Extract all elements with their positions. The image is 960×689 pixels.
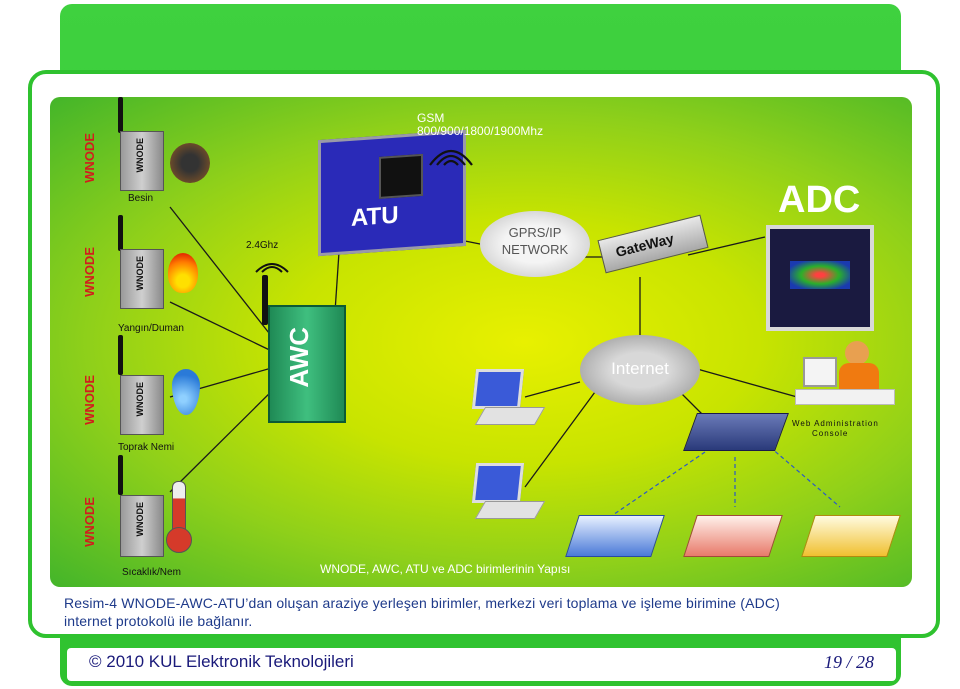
antenna-icon	[118, 97, 123, 133]
freq-24-label: 2.4Ghz	[246, 240, 279, 251]
thermometer-bulb	[166, 527, 192, 553]
water-drop-icon	[172, 369, 200, 415]
server-icon-blue	[565, 515, 665, 557]
laptop-screen	[471, 369, 525, 409]
awc-device: AWC	[268, 305, 346, 423]
operator-workstation-icon	[795, 337, 895, 417]
node-box: WNODE	[120, 495, 164, 557]
gprs-label-1: GPRS/IP	[508, 225, 562, 240]
node-box: WNODE	[120, 131, 164, 191]
server-icon-red	[683, 515, 783, 557]
copyright-text: © 2010 KUL Elektronik Teknolojileri	[89, 652, 354, 671]
wnode-side-label-4: WNODE	[82, 497, 97, 547]
internet-label: Internet	[611, 359, 669, 378]
wifi-signal-icon	[255, 263, 289, 273]
diagram-title: WNODE, AWC, ATU ve ADC birimlerinin Yapı…	[320, 562, 571, 576]
laptop-keyboard	[474, 501, 546, 519]
caption-line-1: Resim-4 WNODE-AWC-ATU’dan oluşan araziye…	[64, 595, 780, 611]
antenna-icon	[118, 215, 123, 251]
node-box-label: WNODE	[135, 382, 145, 417]
wnode-side-label-1: WNODE	[82, 133, 97, 183]
wnode-device-2: WNODE Yangın/Duman	[112, 215, 212, 334]
adc-label: ADC	[778, 179, 861, 221]
node-caption-1: Besin	[128, 193, 154, 204]
workstation-monitor	[803, 357, 837, 387]
laptop-icon-2	[464, 463, 546, 525]
wnode-side-label-2: WNODE	[82, 247, 97, 297]
person-head	[845, 341, 869, 365]
atu-label: ATU	[351, 201, 399, 232]
person-body	[839, 363, 879, 393]
web-admin-label-2: Console	[812, 429, 849, 438]
wnode-side-label-3: WNODE	[82, 375, 97, 425]
atu-screen	[379, 153, 423, 199]
wnode-device-3: WNODE Toprak Nemi	[112, 335, 222, 453]
gprs-cloud-icon: GPRS/IP NETWORK	[480, 211, 590, 277]
adc-screen-map	[790, 261, 850, 289]
fire-icon	[168, 253, 198, 293]
node-box: WNODE	[120, 249, 164, 309]
wnode-device-1: WNODE Besin	[112, 97, 212, 207]
server-icon-yellow	[801, 515, 901, 557]
desk	[795, 389, 895, 405]
gateway-label: GateWay	[613, 230, 676, 260]
awc-antenna-icon	[262, 275, 268, 325]
awc-label: AWC	[284, 327, 314, 388]
figure-caption: Resim-4 WNODE-AWC-ATU’dan oluşan araziye…	[64, 594, 904, 630]
gsm-label: GSM	[417, 111, 445, 125]
web-admin-label-1: Web Administration	[792, 419, 879, 428]
gprs-label-2: NETWORK	[501, 242, 569, 257]
laptop-keyboard	[474, 407, 546, 425]
network-switch-icon	[683, 413, 789, 451]
gsm-signal-icon	[429, 149, 473, 166]
gsm-freq-label: 800/900/1800/1900Mhz	[417, 124, 544, 138]
node-caption-2: Yangın/Duman	[118, 323, 184, 334]
node-caption-4: Sıcaklık/Nem	[122, 567, 181, 578]
node-caption-3: Toprak Nemi	[118, 442, 175, 453]
internet-cloud-icon: Internet	[580, 335, 700, 405]
footer-bar: © 2010 KUL Elektronik Teknolojileri 19 /…	[67, 648, 896, 681]
node-box-label: WNODE	[135, 502, 145, 537]
node-box-label: WNODE	[135, 138, 145, 173]
laptop-icon-1	[464, 369, 546, 431]
caption-line-2: internet protokolü ile bağlanır.	[64, 613, 253, 629]
wnode-device-4: WNODE Sıcaklık/Nem	[112, 455, 222, 578]
plant-icon	[170, 143, 210, 183]
antenna-icon	[118, 335, 123, 375]
network-diagram: WNODE WNODE WNODE WNODE WNODE Besin WNOD…	[50, 97, 912, 587]
page-number: 19 / 28	[823, 652, 874, 672]
adc-monitor-icon	[766, 225, 874, 331]
laptop-screen	[471, 463, 525, 503]
node-box-label: WNODE	[135, 256, 145, 291]
node-box: WNODE	[120, 375, 164, 435]
antenna-icon	[118, 455, 123, 495]
